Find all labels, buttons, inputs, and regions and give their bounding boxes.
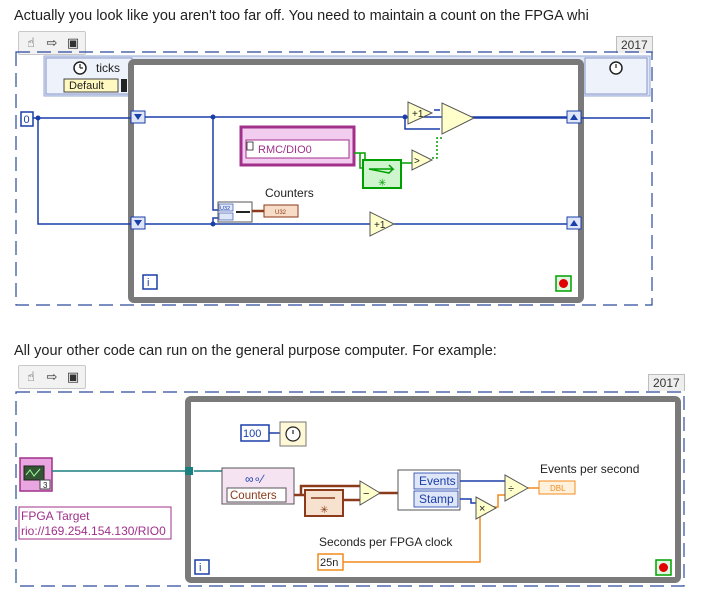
default-label: Default xyxy=(69,80,104,92)
subtract-node[interactable] xyxy=(359,480,381,506)
select-node[interactable] xyxy=(441,102,476,135)
counters-label-1: Counters xyxy=(265,186,314,200)
counters-label-2: Counters xyxy=(230,490,277,502)
svg-text:×: × xyxy=(479,503,485,515)
const-zero-value: 0 xyxy=(24,114,30,126)
svg-text:25n: 25n xyxy=(320,557,338,569)
events-label: Events xyxy=(419,474,456,488)
snippet2-border xyxy=(15,391,685,587)
hand-tool-icon[interactable]: ☝ xyxy=(27,35,35,50)
hand-tool-icon[interactable]: ☝ xyxy=(27,369,35,384)
svg-text:DBL: DBL xyxy=(550,484,566,493)
fpga-io-label: RMC/DIO0 xyxy=(258,144,312,156)
fpga-target-label: FPGA Target xyxy=(21,509,90,523)
snippet2-version: 2017 xyxy=(648,374,685,391)
increment-node-bottom[interactable] xyxy=(369,211,396,237)
while-loop-frame[interactable] xyxy=(128,59,584,303)
loop-iteration-terminal-2[interactable] xyxy=(194,559,210,575)
paragraph-example: All your other code can run on the gener… xyxy=(14,343,497,359)
svg-text:3: 3 xyxy=(43,481,48,490)
svg-text:U32: U32 xyxy=(220,206,230,212)
loop-iteration-terminal[interactable] xyxy=(142,274,158,290)
svg-text:+1: +1 xyxy=(412,109,424,120)
svg-text:i: i xyxy=(147,277,149,289)
multiply-node[interactable] xyxy=(475,496,498,520)
block-diagram-icon[interactable]: ▣ xyxy=(66,369,80,384)
run-arrow-icon[interactable]: ⇨ xyxy=(46,35,58,50)
stop-icon xyxy=(559,279,568,288)
run-arrow-icon[interactable]: ⇨ xyxy=(46,369,58,384)
snippet2-diagram: 3 FPGA Target rio://169.254.154.130/RIO0… xyxy=(15,391,685,587)
snippet1-version: 2017 xyxy=(616,36,653,53)
stop-icon xyxy=(659,563,668,572)
svg-text:∞∘∕: ∞∘∕ xyxy=(245,472,265,486)
greater-node[interactable] xyxy=(411,149,434,171)
stamp-label: Stamp xyxy=(419,492,454,506)
svg-text:−: − xyxy=(363,488,369,500)
feedback-node[interactable] xyxy=(362,159,402,189)
increment-node-top[interactable] xyxy=(407,101,434,125)
clock-period-constant[interactable] xyxy=(317,553,344,571)
snippet1-toolbar: ☝ ⇨ ▣ xyxy=(18,31,86,55)
paragraph-intro: Actually you look like you aren't too fa… xyxy=(14,8,589,24)
snippet1-diagram: ticks Default 0 xyxy=(15,51,653,306)
svg-text:+1: +1 xyxy=(374,220,386,231)
svg-text:✳: ✳ xyxy=(320,505,328,516)
events-per-second-label: Events per second xyxy=(540,462,639,476)
ticks-label: ticks xyxy=(96,61,120,75)
seconds-per-clock-label: Seconds per FPGA clock xyxy=(319,535,453,549)
fpga-target-path: rio://169.254.154.130/RIO0 xyxy=(21,524,166,538)
svg-text:✳: ✳ xyxy=(378,178,386,189)
counters-indicator[interactable] xyxy=(263,204,299,218)
svg-text:>: > xyxy=(414,156,420,167)
feedback-node-2[interactable] xyxy=(304,489,344,517)
svg-text:i: i xyxy=(199,562,201,574)
divide-node[interactable] xyxy=(504,474,530,502)
svg-text:U32: U32 xyxy=(275,210,287,216)
default-ring[interactable] xyxy=(63,78,119,93)
wait-node[interactable] xyxy=(279,421,307,447)
fpga-target-label-box xyxy=(18,506,172,540)
snippet1-border xyxy=(15,51,653,306)
const-zero[interactable] xyxy=(20,111,34,127)
snippet2-toolbar: ☝ ⇨ ▣ xyxy=(18,365,86,389)
svg-text:100: 100 xyxy=(243,428,261,440)
tunnel xyxy=(185,467,193,475)
svg-text:÷: ÷ xyxy=(508,483,514,495)
block-diagram-icon[interactable]: ▣ xyxy=(66,35,80,50)
events-per-second-indicator[interactable] xyxy=(538,480,576,495)
